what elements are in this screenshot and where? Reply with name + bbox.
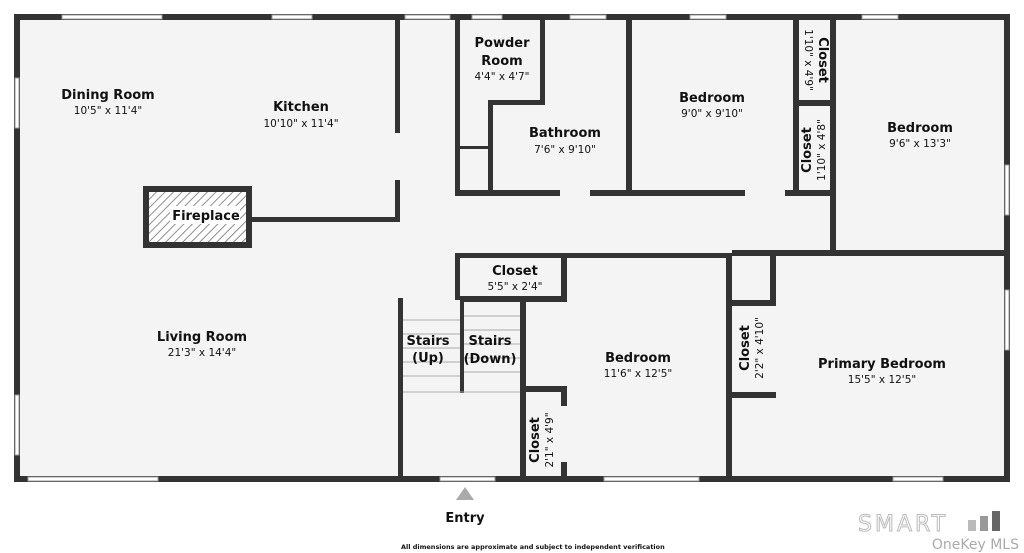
- room-bedroom-2: Bedroom 9'6" x 13'3": [887, 121, 953, 150]
- stairs: [403, 315, 520, 393]
- room-dims: 1'10" x 4'8": [816, 119, 828, 181]
- room-name: Stairs: [469, 334, 512, 349]
- room-dims: 9'0" x 9'10": [681, 108, 743, 120]
- room-primary-bedroom: Primary Bedroom 15'5" x 12'5": [818, 357, 946, 386]
- entry-label: Entry: [445, 511, 485, 526]
- room-closet-hall: Closet 5'5" x 2'4": [487, 264, 542, 293]
- entry-arrow-icon: [456, 487, 474, 500]
- room-kitchen: Kitchen 10'10" x 11'4": [263, 100, 338, 130]
- room-name: Closet: [492, 264, 538, 279]
- room-dims: 7'6" x 9'10": [534, 144, 596, 156]
- room-dims: 2'1" x 4'9": [544, 412, 556, 467]
- room-dims: 15'5" x 12'5": [848, 374, 916, 386]
- disclaimer: All dimensions are approximate and subje…: [401, 543, 665, 551]
- room-dims: 9'6" x 13'3": [889, 138, 951, 150]
- room-name: (Up): [412, 351, 444, 366]
- smart-mls-logo: SMART OneKey MLS: [858, 511, 1019, 553]
- room-name: Bedroom: [887, 121, 953, 136]
- room-name: Powder: [474, 36, 530, 51]
- room-name: Primary Bedroom: [818, 357, 946, 372]
- room-name: Closet: [815, 37, 830, 83]
- room-closet-top: Closet 1'10" x 4'9": [802, 29, 830, 91]
- stairs-up[interactable]: Stairs (Up): [407, 334, 450, 366]
- room-name: Closet: [800, 127, 815, 173]
- room-dims: 2'2" x 4'10": [754, 317, 766, 379]
- room-closet-mid: Closet 1'10" x 4'8": [800, 119, 828, 181]
- onekey-mls-text: OneKey MLS: [932, 537, 1019, 553]
- svg-text:SMART: SMART: [858, 512, 948, 537]
- stairs-down[interactable]: Stairs (Down): [464, 334, 517, 367]
- fireplace: Fireplace: [143, 186, 252, 248]
- room-dims: 5'5" x 2'4": [487, 281, 542, 293]
- walls: [14, 14, 1010, 482]
- room-closet-small: Closet 2'1" x 4'9": [528, 412, 556, 467]
- fireplace-label: Fireplace: [172, 209, 240, 224]
- room-name: Bedroom: [679, 91, 745, 106]
- room-dims: 11'6" x 12'5": [604, 368, 672, 380]
- room-name: Bathroom: [529, 126, 601, 141]
- room-bathroom: Bathroom 7'6" x 9'10": [529, 126, 601, 156]
- room-dims: 10'5" x 11'4": [74, 105, 142, 117]
- room-closet-primary: Closet 2'2" x 4'10": [738, 317, 766, 379]
- room-name: Bedroom: [605, 351, 671, 366]
- room-name: Closet: [738, 325, 753, 371]
- room-living: Living Room 21'3" x 14'4": [157, 330, 247, 359]
- room-dims: 1'10" x 4'9": [802, 29, 814, 91]
- room-name: Living Room: [157, 330, 247, 345]
- room-name: Dining Room: [61, 88, 154, 103]
- room-name: Stairs: [407, 334, 450, 349]
- room-name: Room: [481, 54, 522, 69]
- room-name: (Down): [464, 352, 517, 367]
- room-bedroom-3: Bedroom 11'6" x 12'5": [604, 351, 672, 380]
- room-powder: Powder Room 4'4" x 4'7": [474, 36, 530, 83]
- room-bedroom-1: Bedroom 9'0" x 9'10": [679, 91, 745, 120]
- room-name: Closet: [528, 417, 543, 463]
- room-dims: 21'3" x 14'4": [168, 347, 236, 359]
- room-dims: 10'10" x 11'4": [263, 118, 338, 130]
- room-dining: Dining Room 10'5" x 11'4": [61, 88, 154, 117]
- windows: [14, 14, 1010, 482]
- room-name: Kitchen: [273, 100, 329, 115]
- room-dims: 4'4" x 4'7": [474, 71, 529, 83]
